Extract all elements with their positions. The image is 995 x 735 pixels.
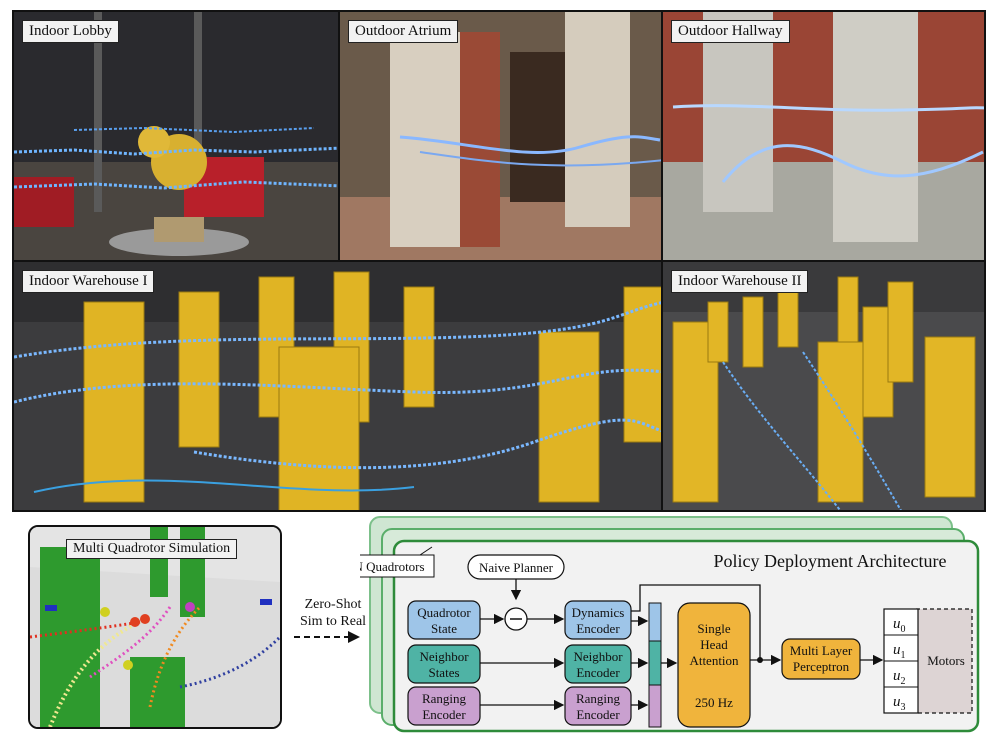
attention-line-3: Attention [689,653,739,668]
architecture-diagram: Policy Deployment Architecture N Quadrot… [360,516,980,733]
quadrotor-state-box [407,600,481,640]
ranging-encoder-line-2: Encoder [576,707,620,722]
photo-label: Indoor Lobby [22,20,119,43]
dynamics-encoder-line-1: Dynamics [572,605,625,620]
zero-shot-line-2: Sim to Real [299,614,367,629]
zero-shot-line-1: Zero-Shot [304,597,362,612]
photo-indoor-warehouse-2: Indoor Warehouse II [661,260,986,512]
output-u2: u2 [893,668,906,687]
transfer-arrow [294,631,360,643]
neighbor-encoder-line-2: Encoder [576,665,620,680]
token-strip-ranging [648,684,662,728]
photo-label: Indoor Warehouse I [22,270,155,293]
dynamics-encoder-box [564,600,632,640]
neighbor-encoder-box [564,644,632,684]
token-strip-neighbor [648,640,662,686]
ranging-input-box [407,686,481,726]
skip-connection [631,584,761,660]
warehouse-1-scene [14,262,661,510]
lobby-scene [14,12,338,260]
junction-dot [757,657,763,663]
ranging-encoder-box [564,686,632,726]
attention-line-2: Head [700,637,728,652]
ranging-input-line-2: Encoder [422,707,466,722]
photo-label: Outdoor Atrium [348,20,459,43]
output-u3: u3 [893,694,906,713]
neighbor-states-box [407,644,481,684]
mlp-box [781,638,861,680]
attention-line-1: Single [697,621,730,636]
motors-label: Motors [927,653,965,668]
n-quadrotors-pointer [419,546,433,556]
motors-box [915,608,973,714]
simulation-panel: Multi Quadrotor Simulation [28,525,282,729]
naive-planner-label: Naive Planner [479,560,554,575]
photo-label: Indoor Warehouse II [671,270,809,293]
output-u0: u0 [893,616,906,635]
n-quadrotors-box [360,554,435,578]
dynamics-encoder-line-2: Encoder [576,621,620,636]
n-quadrotors-label: N Quadrotors [360,559,425,574]
mlp-line-2: Perceptron [793,659,850,674]
quadrotor-state-line-1: Quadrotor [417,605,471,620]
rate-label: 250 Hz [695,695,733,710]
photo-outdoor-hallway: Outdoor Hallway [661,10,986,262]
ranging-encoder-line-1: Ranging [576,691,621,706]
photo-label: Outdoor Hallway [671,20,790,43]
photo-indoor-lobby: Indoor Lobby [12,10,340,262]
mlp-line-1: Multi Layer [790,643,853,658]
token-strip-dynamics [648,602,662,642]
hallway-scene [663,12,984,260]
architecture-title: Policy Deployment Architecture [714,551,947,571]
neighbor-states-line-2: States [428,665,459,680]
ranging-input-line-1: Ranging [422,691,467,706]
output-u1: u1 [893,642,906,661]
warehouse-2-scene [663,262,984,510]
attention-box [677,602,751,728]
simulation-label: Multi Quadrotor Simulation [66,539,238,559]
neighbor-encoder-line-1: Neighbor [573,649,623,664]
photo-indoor-warehouse-1: Indoor Warehouse I [12,260,663,512]
quadrotor-state-line-2: State [431,621,457,636]
photo-outdoor-atrium: Outdoor Atrium [338,10,663,262]
neighbor-states-line-1: Neighbor [419,649,469,664]
atrium-scene [340,12,661,260]
zero-shot-caption: Zero-Shot Sim to Real [290,596,376,630]
